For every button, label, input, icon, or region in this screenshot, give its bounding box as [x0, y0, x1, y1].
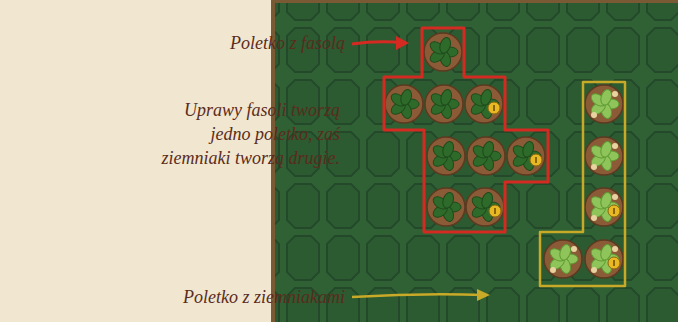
coin: [608, 205, 620, 217]
potato: [612, 194, 618, 200]
potato-tile: [585, 240, 623, 278]
potato: [591, 267, 597, 273]
potato: [550, 267, 556, 273]
soil: [424, 33, 462, 71]
coin-mark: [613, 260, 615, 266]
soil: [507, 137, 545, 175]
soil: [465, 85, 503, 123]
coin: [608, 257, 620, 269]
coin-mark: [535, 157, 537, 163]
bean-tile: [425, 85, 463, 123]
coin: [530, 154, 542, 166]
leaf: [441, 140, 455, 158]
coin-mark: [493, 105, 495, 111]
leaf: [481, 140, 495, 158]
soil: [585, 85, 623, 123]
leaf: [439, 88, 453, 106]
potato: [612, 246, 618, 252]
coin-mark: [613, 208, 615, 214]
bean-tile: [467, 137, 505, 175]
coin-mark: [494, 208, 496, 214]
arrow-head: [477, 289, 490, 301]
field-label: Poletko z fasolą: [105, 31, 345, 55]
leaf: [399, 88, 413, 106]
potato: [591, 112, 597, 118]
coin: [489, 205, 501, 217]
potato-tile: [585, 137, 623, 175]
leader-arrow: [352, 294, 484, 297]
soil: [427, 137, 465, 175]
potato: [571, 246, 577, 252]
leaf: [558, 243, 572, 261]
soil: [385, 85, 423, 123]
soil: [466, 188, 504, 226]
coin: [488, 102, 500, 114]
potato-tile: [544, 240, 582, 278]
bean-field-outline: [384, 28, 548, 232]
bean-tile: [385, 85, 423, 123]
potato: [612, 143, 618, 149]
soil: [467, 137, 505, 175]
potato: [591, 215, 597, 221]
bean-tile: [465, 85, 503, 123]
potato: [612, 91, 618, 97]
soil: [425, 85, 463, 123]
caption-note: Uprawy fasoli tworzą jedno poletko, zaś …: [140, 98, 340, 170]
leaf: [438, 36, 452, 54]
potato-tile: [585, 85, 623, 123]
soil: [427, 188, 465, 226]
potato-tile: [585, 188, 623, 226]
soil: [585, 137, 623, 175]
bean-tile: [466, 188, 504, 226]
potato-field-outline: [540, 82, 625, 286]
leaf: [599, 140, 613, 158]
bean-tile: [424, 33, 462, 71]
potato: [591, 164, 597, 170]
soil: [585, 240, 623, 278]
bean-tile: [427, 137, 465, 175]
field-label: Poletko z ziemniakami: [45, 285, 345, 309]
soil: [544, 240, 582, 278]
leaf: [441, 191, 455, 209]
arrow-head: [396, 36, 409, 50]
bean-tile: [427, 188, 465, 226]
soil: [585, 188, 623, 226]
leaf: [599, 88, 613, 106]
bean-tile: [507, 137, 545, 175]
